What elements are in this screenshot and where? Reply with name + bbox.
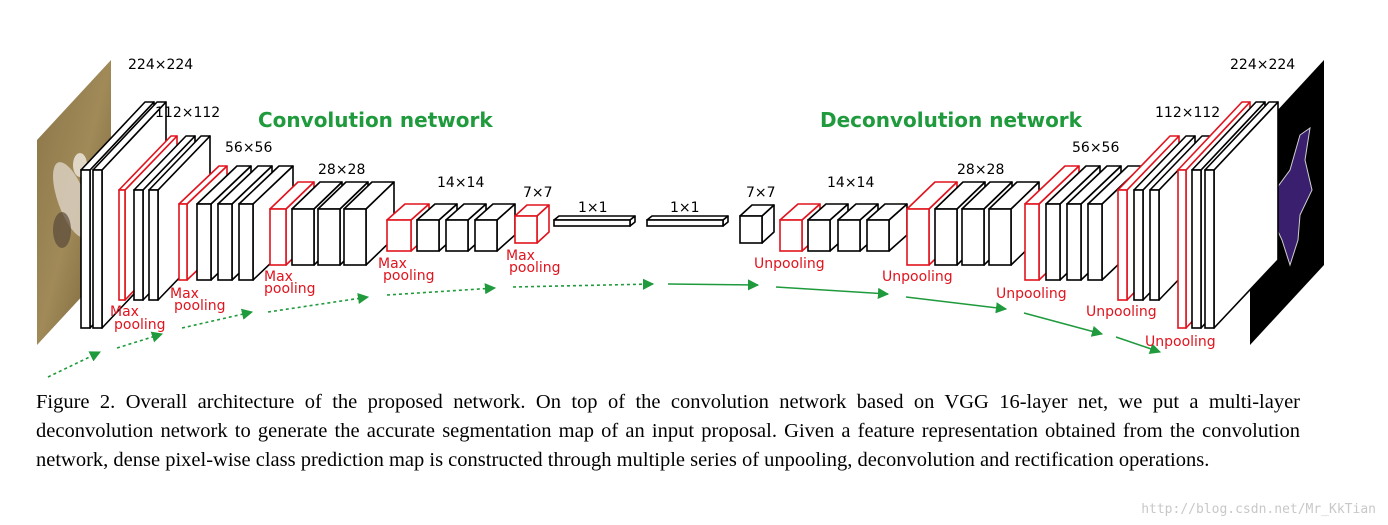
dim-label-7-right: 7×7 bbox=[746, 185, 776, 201]
dim-label-14-left: 14×14 bbox=[437, 175, 484, 191]
dim-label-224-right: 224×224 bbox=[1230, 57, 1295, 73]
dim-label-112-right: 112×112 bbox=[1155, 105, 1220, 121]
conv-layer-box-18 bbox=[553, 215, 636, 227]
conv-layer-box-20 bbox=[739, 204, 775, 244]
dim-label-7-left: 7×7 bbox=[523, 185, 553, 201]
dashed-flow-arrow-1 bbox=[116, 331, 164, 349]
dim-label-1-right: 1×1 bbox=[670, 200, 700, 216]
max-pooling-label-1-pooling: pooling bbox=[114, 317, 166, 333]
convolution-network-title: Convolution network bbox=[258, 108, 493, 132]
max-pooling-label-2-pooling: pooling bbox=[174, 298, 226, 314]
dim-label-56-left: 56×56 bbox=[225, 140, 272, 156]
solid-flow-arrow-10 bbox=[1115, 336, 1162, 355]
layer-blocks bbox=[80, 101, 1279, 329]
max-pooling-label-5-pooling: pooling bbox=[509, 260, 561, 276]
dashed-flow-arrow-0 bbox=[47, 351, 102, 378]
dim-label-56-right: 56×56 bbox=[1072, 140, 1119, 156]
flow-arrows bbox=[47, 278, 1162, 378]
pooling-layer-box-17 bbox=[514, 204, 550, 244]
conv-layer-box-16 bbox=[474, 203, 516, 252]
dashed-flow-arrow-4 bbox=[386, 283, 497, 296]
max-pooling-label-3-pooling: pooling bbox=[264, 281, 316, 297]
solid-flow-arrow-6 bbox=[667, 279, 760, 291]
dim-label-28-right: 28×28 bbox=[957, 162, 1004, 178]
unpooling-label-1: Unpooling bbox=[754, 256, 825, 272]
figure-caption: Figure 2. Overall architecture of the pr… bbox=[36, 391, 1300, 471]
max-pooling-label-2-max: Max bbox=[170, 286, 199, 302]
solid-flow-arrow-7 bbox=[775, 286, 890, 299]
max-pooling-label-3-max: Max bbox=[264, 269, 293, 285]
dim-label-224-left: 224×224 bbox=[128, 57, 193, 73]
deconvolution-network-title: Deconvolution network bbox=[820, 108, 1083, 132]
dashed-flow-arrow-5 bbox=[512, 278, 655, 290]
unpooling-label-5: Unpooling bbox=[1145, 334, 1216, 350]
conv-layer-box-38 bbox=[1204, 101, 1279, 329]
max-pooling-label-1-max: Max bbox=[110, 304, 139, 320]
architecture-diagram: Convolution network Deconvolution networ… bbox=[37, 57, 1324, 378]
dim-label-28-left: 28×28 bbox=[318, 162, 365, 178]
max-pooling-label-5-max: Max bbox=[506, 248, 535, 264]
unpooling-label-2: Unpooling bbox=[882, 269, 953, 285]
max-pooling-label-4-pooling: pooling bbox=[383, 268, 435, 284]
dashed-flow-arrow-3 bbox=[267, 292, 370, 313]
conv-layer-box-19 bbox=[646, 215, 729, 227]
max-pooling-label-4-max: Max bbox=[378, 256, 407, 272]
dim-label-14-right: 14×14 bbox=[827, 175, 874, 191]
unpooling-label-4: Unpooling bbox=[1086, 304, 1157, 320]
dim-label-112-left: 112×112 bbox=[155, 105, 220, 121]
dim-label-1-left: 1×1 bbox=[578, 200, 608, 216]
solid-flow-arrow-9 bbox=[1023, 312, 1104, 337]
unpooling-label-3: Unpooling bbox=[996, 286, 1067, 302]
solid-flow-arrow-8 bbox=[905, 296, 1008, 314]
conv-layer-box-24 bbox=[866, 203, 908, 252]
dashed-flow-arrow-2 bbox=[181, 308, 254, 329]
watermark-url: http://blog.csdn.net/Mr_KkTian bbox=[1141, 502, 1376, 517]
